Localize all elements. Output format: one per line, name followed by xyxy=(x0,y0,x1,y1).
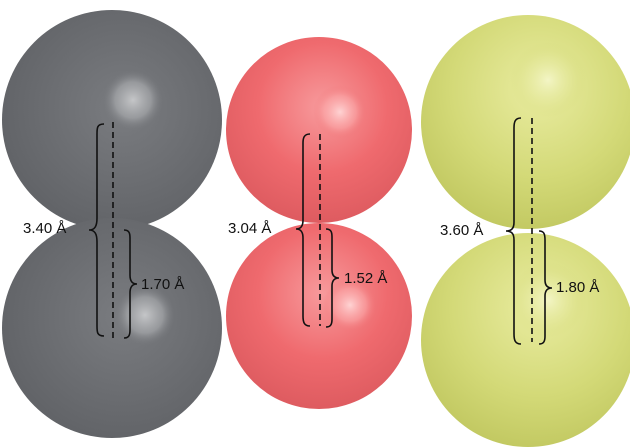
oxygen-half-distance-label: 1.52 Å xyxy=(344,270,388,287)
oxygen-bottom-highlight xyxy=(323,278,377,332)
oxygen-bottom-sphere xyxy=(226,223,412,409)
carbon-pair xyxy=(2,10,222,438)
sulfur-half-distance-label: 1.80 Å xyxy=(556,279,600,296)
carbon-half-distance-label: 1.70 Å xyxy=(141,276,185,293)
sulfur-top-sphere xyxy=(421,15,630,229)
sulfur-top-highlight xyxy=(510,42,586,118)
oxygen-top-sphere xyxy=(226,37,412,223)
sulfur-bottom-highlight xyxy=(510,262,586,338)
sulfur-total-distance-label: 3.60 Å xyxy=(440,222,484,239)
oxygen-small-brace xyxy=(325,228,340,328)
sulfur-small-brace xyxy=(538,230,553,345)
oxygen-top-highlight xyxy=(313,85,367,139)
carbon-small-brace xyxy=(123,229,138,339)
carbon-total-distance-label: 3.40 Å xyxy=(23,220,67,237)
carbon-large-brace xyxy=(88,123,105,337)
sulfur-large-brace xyxy=(505,117,522,345)
oxygen-pair xyxy=(226,37,412,409)
oxygen-total-distance-label: 3.04 Å xyxy=(228,220,272,237)
carbon-bottom-highlight xyxy=(115,285,175,345)
sulfur-bottom-sphere xyxy=(421,233,630,447)
oxygen-large-brace xyxy=(295,133,311,327)
carbon-bottom-sphere xyxy=(2,218,222,438)
sulfur-pair xyxy=(421,15,630,447)
carbon-top-highlight xyxy=(103,70,163,130)
